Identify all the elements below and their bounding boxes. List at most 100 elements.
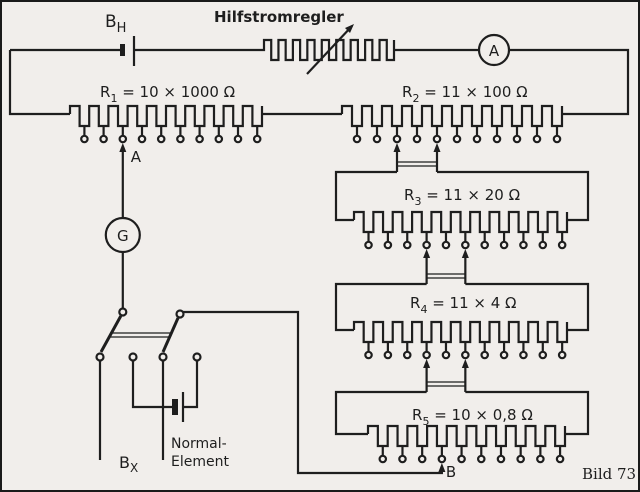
figure-caption: Bild 73 [582, 465, 636, 483]
r3-tap-contact [461, 240, 470, 250]
resistor-r4 [352, 320, 569, 344]
switch-contact-2 [128, 352, 138, 362]
r1-tap-contact [176, 134, 185, 144]
galvanometer-label: G [117, 227, 129, 245]
r3-tap-contact [364, 240, 373, 250]
r3-label: R3 = 11 × 20 Ω [404, 186, 520, 208]
r1-tap-contact [137, 134, 147, 144]
r4-tap-contact [557, 350, 567, 360]
r2-tap-contact [492, 134, 502, 144]
resistor-r3 [352, 210, 569, 234]
r4-tap-contact [364, 350, 373, 360]
r4-tap-contact [499, 350, 509, 360]
r2-tap-contact [472, 134, 482, 144]
r4-tap-contact [422, 350, 431, 360]
wire-r3-right [437, 170, 590, 222]
wire-right-loop [509, 48, 630, 116]
r2-tap-contact [432, 134, 442, 144]
r3-tap-contact [441, 240, 451, 250]
slider-r4-arrow-right [461, 359, 469, 368]
r5-tap-contact [398, 454, 407, 464]
r1-label: R1 = 10 × 1000 Ω [100, 83, 235, 105]
rheostat-hilfstromregler [258, 38, 400, 62]
r2-tap-contact [412, 134, 422, 144]
rheostat-adjust-arrow [306, 25, 353, 75]
r2-tap-contact [372, 134, 382, 144]
r4-tap-contact [480, 350, 490, 360]
r2-tap-contact [552, 134, 562, 144]
r2-tap-contact [452, 134, 462, 144]
normal-element-negative-plate [172, 399, 178, 415]
r1-tap-contact [99, 134, 108, 144]
resistor-r1 [68, 104, 264, 128]
r2-tap-contact [352, 134, 362, 144]
resistor-r5 [366, 424, 567, 448]
switch-blade-right [161, 317, 180, 353]
tap-a-label: A [131, 148, 142, 166]
slider-r3-arrow-right [461, 249, 469, 258]
r5-label: R5 = 10 × 0,8 Ω [412, 406, 533, 428]
r3-tap-contact [538, 240, 548, 250]
r2-tap-contact [512, 134, 522, 144]
switch-blade-left [99, 315, 123, 353]
r1-tap-contact [156, 134, 166, 144]
r1-tap-contact [233, 134, 243, 144]
wire-r4-left [334, 282, 427, 332]
wire-r3-left [334, 170, 397, 222]
r2-label: R2 = 11 × 100 Ω [402, 83, 528, 105]
r1-tap-contact [214, 134, 224, 144]
r4-tap-contact [441, 350, 451, 360]
wire-r4-right [465, 282, 590, 332]
r1-tap-contact [195, 134, 204, 144]
normal-element-label-1: Normal- [171, 436, 227, 452]
r1-tap-contact [80, 134, 89, 144]
switch-contact-3 [158, 352, 168, 362]
r4-tap-contact [538, 350, 548, 360]
r5-tap-contact [516, 454, 525, 464]
rheostat-arrow-head [345, 24, 354, 33]
slider-r2-arrow-right [433, 143, 441, 152]
r3-tap-contact [519, 240, 528, 250]
slider-r2-arrow-left [393, 143, 401, 152]
switch-contact-4 [192, 352, 202, 362]
r3-tap-contact [402, 240, 412, 250]
wire-left-loop [8, 50, 67, 116]
r3-tap-contact [557, 240, 567, 250]
r4-tap-contact [383, 350, 393, 360]
r3-tap-contact [383, 240, 393, 250]
r3-tap-contact [422, 240, 431, 250]
wire-r5-right [465, 390, 590, 436]
battery-x-label: BX [119, 453, 138, 475]
switch-contact-1 [95, 352, 105, 362]
ammeter-label: A [489, 42, 500, 60]
battery-main-label: BH [105, 12, 126, 36]
wire-r5-left [334, 390, 427, 436]
resistor-r2 [340, 104, 564, 128]
r3-tap-contact [499, 240, 509, 250]
r5-tap-contact [555, 454, 565, 464]
slider-r3-arrow-left [423, 249, 431, 258]
switch-pivot-right [175, 309, 185, 319]
normal-element-wire-right [183, 361, 199, 409]
r2-tap-contact [392, 134, 402, 144]
r5-tap-contact [496, 454, 506, 464]
switch-pivot-left [118, 307, 128, 317]
r5-tap-contact [536, 454, 545, 464]
r5-tap-contact [476, 454, 486, 464]
rheostat-label: Hilfstromregler [214, 8, 344, 26]
r4-tap-contact [461, 350, 470, 360]
r4-tap-contact [402, 350, 412, 360]
slider-a-arrow [119, 143, 127, 152]
r1-tap-contact [252, 134, 262, 144]
r4-label: R4 = 11 × 4 Ω [410, 294, 517, 316]
r5-tap-contact [457, 454, 466, 464]
r5-tap-contact [417, 454, 427, 464]
r5-tap-contact [378, 454, 388, 464]
r2-tap-contact [532, 134, 542, 144]
normal-element-label-2: Element [171, 454, 229, 470]
slider-r4-arrow-left [423, 359, 431, 368]
slider-b-arrow [438, 463, 446, 472]
r1-tap-contact [118, 134, 128, 144]
